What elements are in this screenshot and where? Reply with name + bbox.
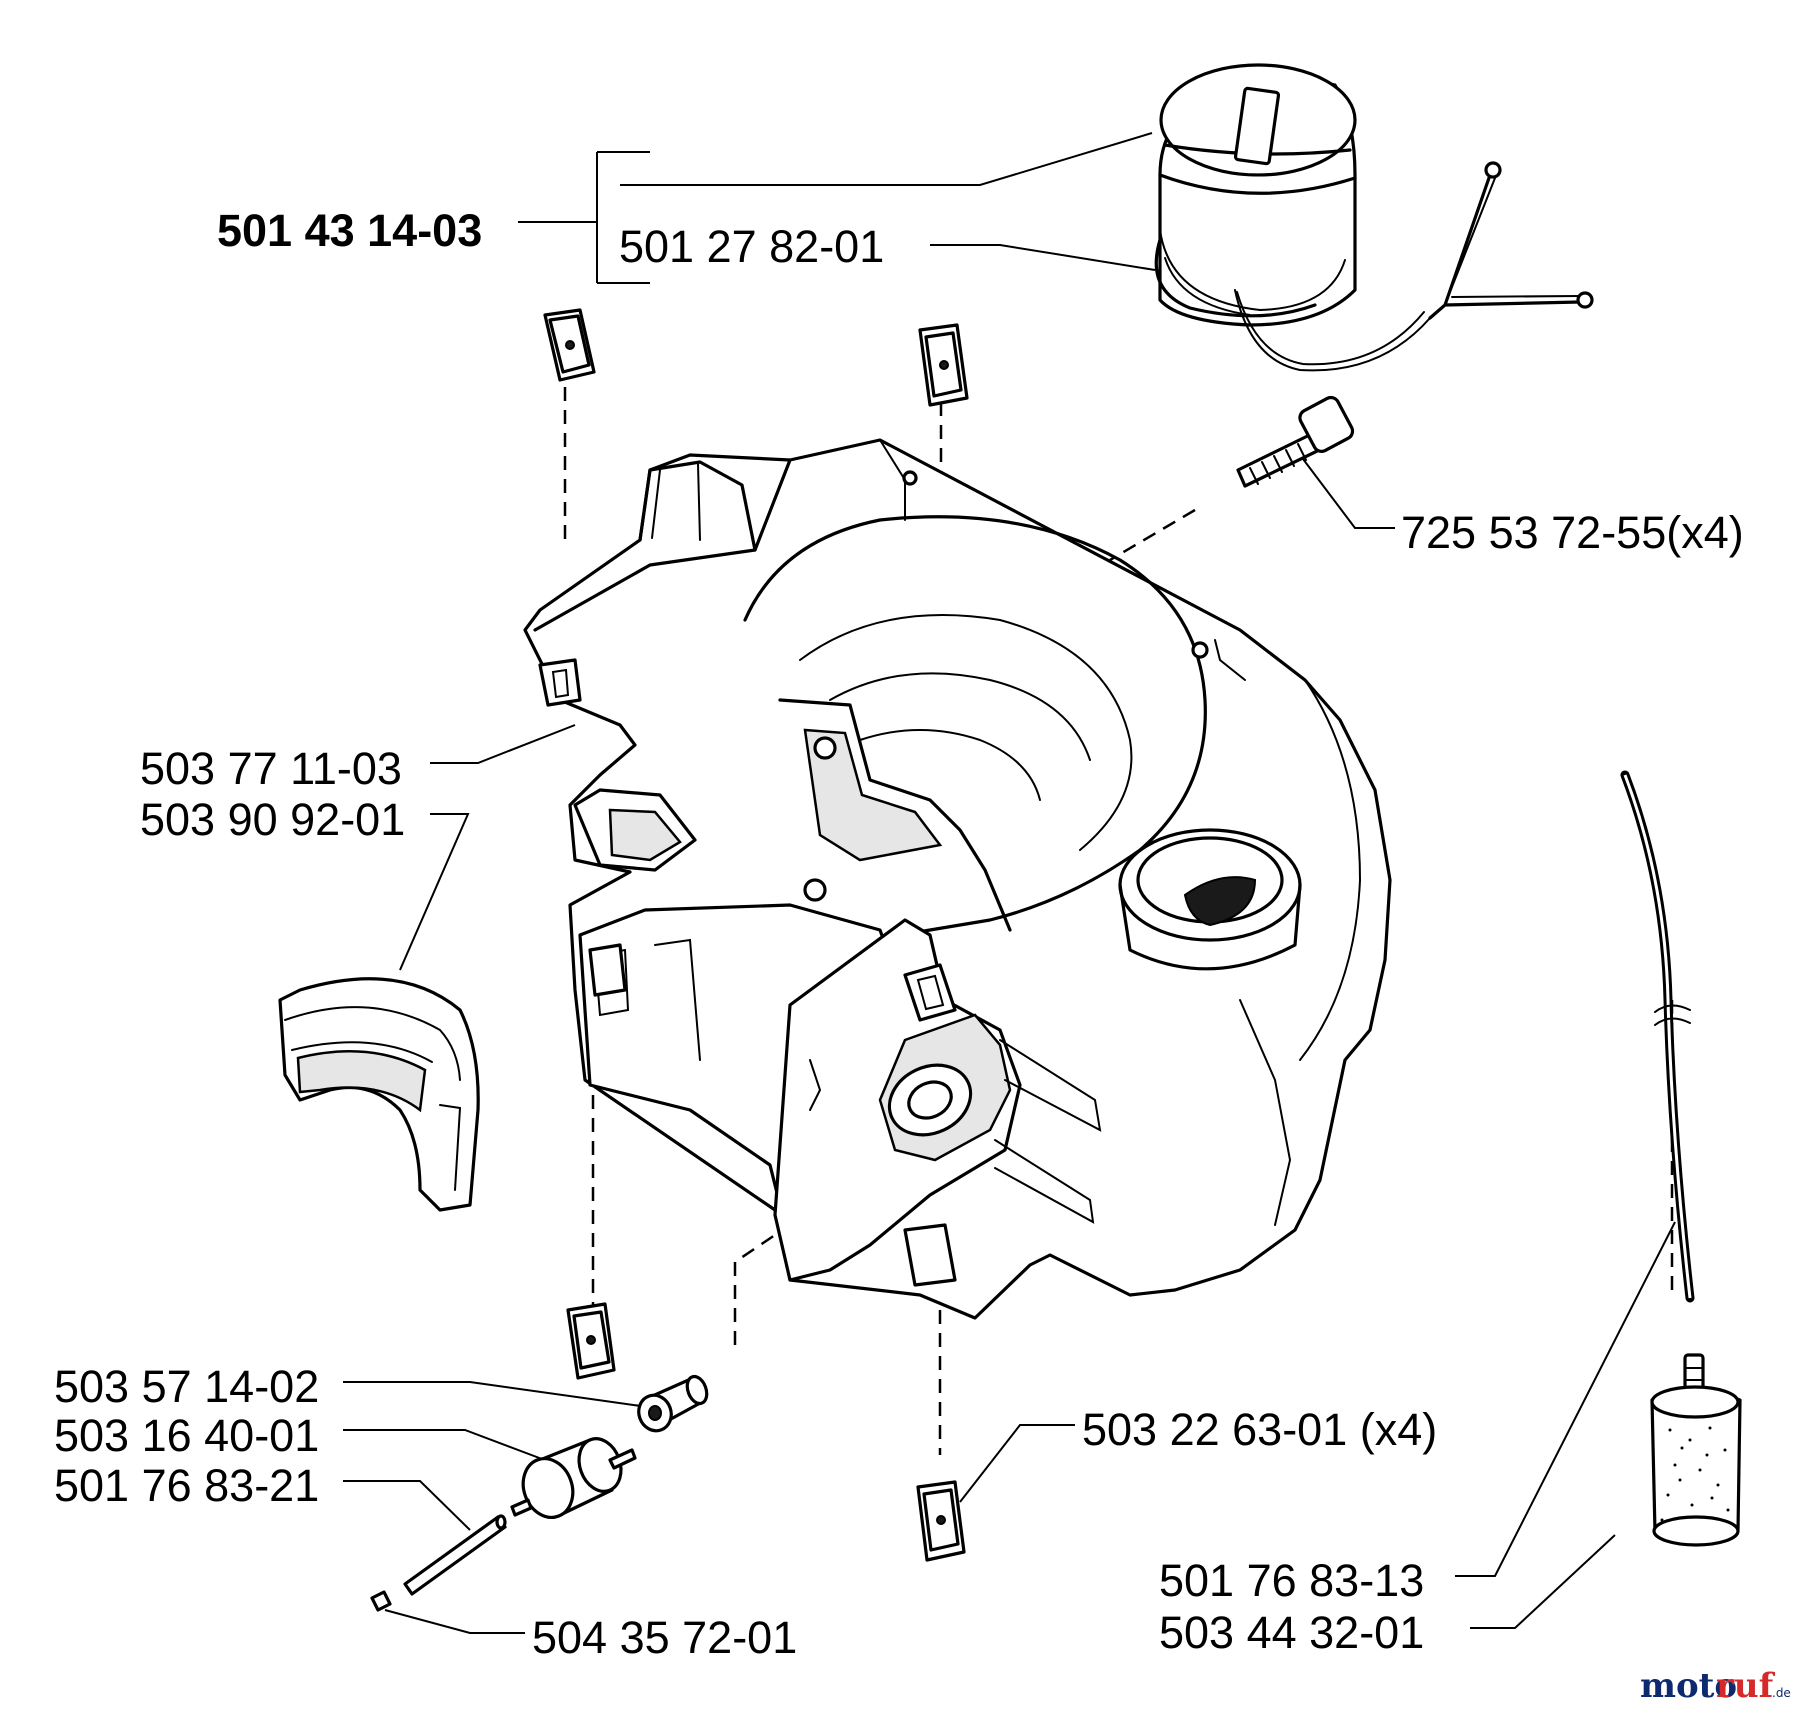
- fuel-filter-drawing: [1650, 1353, 1742, 1547]
- label-insert: 503 90 92-01: [140, 794, 405, 845]
- label-fuel-line-long: 501 76 83-13: [1159, 1555, 1424, 1606]
- clip-top-center: [918, 323, 969, 407]
- clip-top-left: [543, 308, 596, 382]
- watermark-part-b: ruf: [1716, 1666, 1776, 1706]
- label-tank-cap-assembly: 501 43 14-03: [217, 205, 482, 256]
- clip-drawings: [543, 308, 969, 1562]
- label-fuel-filter-small: 503 16 40-01: [54, 1410, 319, 1461]
- insert-drawing: [278, 977, 480, 1212]
- label-grommet: 503 57 14-02: [54, 1361, 319, 1412]
- label-tank-housing: 503 77 11-03: [140, 743, 402, 794]
- fuel-cap-drawing: [1154, 63, 1594, 372]
- tank-housing-drawing: [523, 438, 1392, 1320]
- label-fuel-line-short: 501 76 83-21: [54, 1460, 319, 1511]
- part-labels: 501 43 14-03 501 27 82-01 725 53 72-55(x…: [54, 205, 1744, 1663]
- screw-drawing: [1236, 395, 1355, 488]
- label-cap-seal: 501 27 82-01: [619, 221, 884, 272]
- clip-bottom-center: [916, 1480, 966, 1562]
- label-fuel-filter: 503 44 32-01: [1159, 1607, 1424, 1658]
- watermark: moto ruf .de: [1640, 1666, 1791, 1706]
- label-screw: 725 53 72-55(x4): [1401, 507, 1744, 558]
- label-plug: 504 35 72-01: [532, 1612, 797, 1663]
- fuel-pickup-drawing: [370, 1374, 709, 1612]
- label-vibration-clip: 503 22 63-01 (x4): [1082, 1404, 1437, 1455]
- clip-bottom-left: [566, 1302, 616, 1380]
- long-fuel-line-drawing: [1620, 770, 1695, 1303]
- watermark-suffix: .de: [1772, 1686, 1791, 1700]
- watermark-part-a: moto: [1640, 1666, 1737, 1706]
